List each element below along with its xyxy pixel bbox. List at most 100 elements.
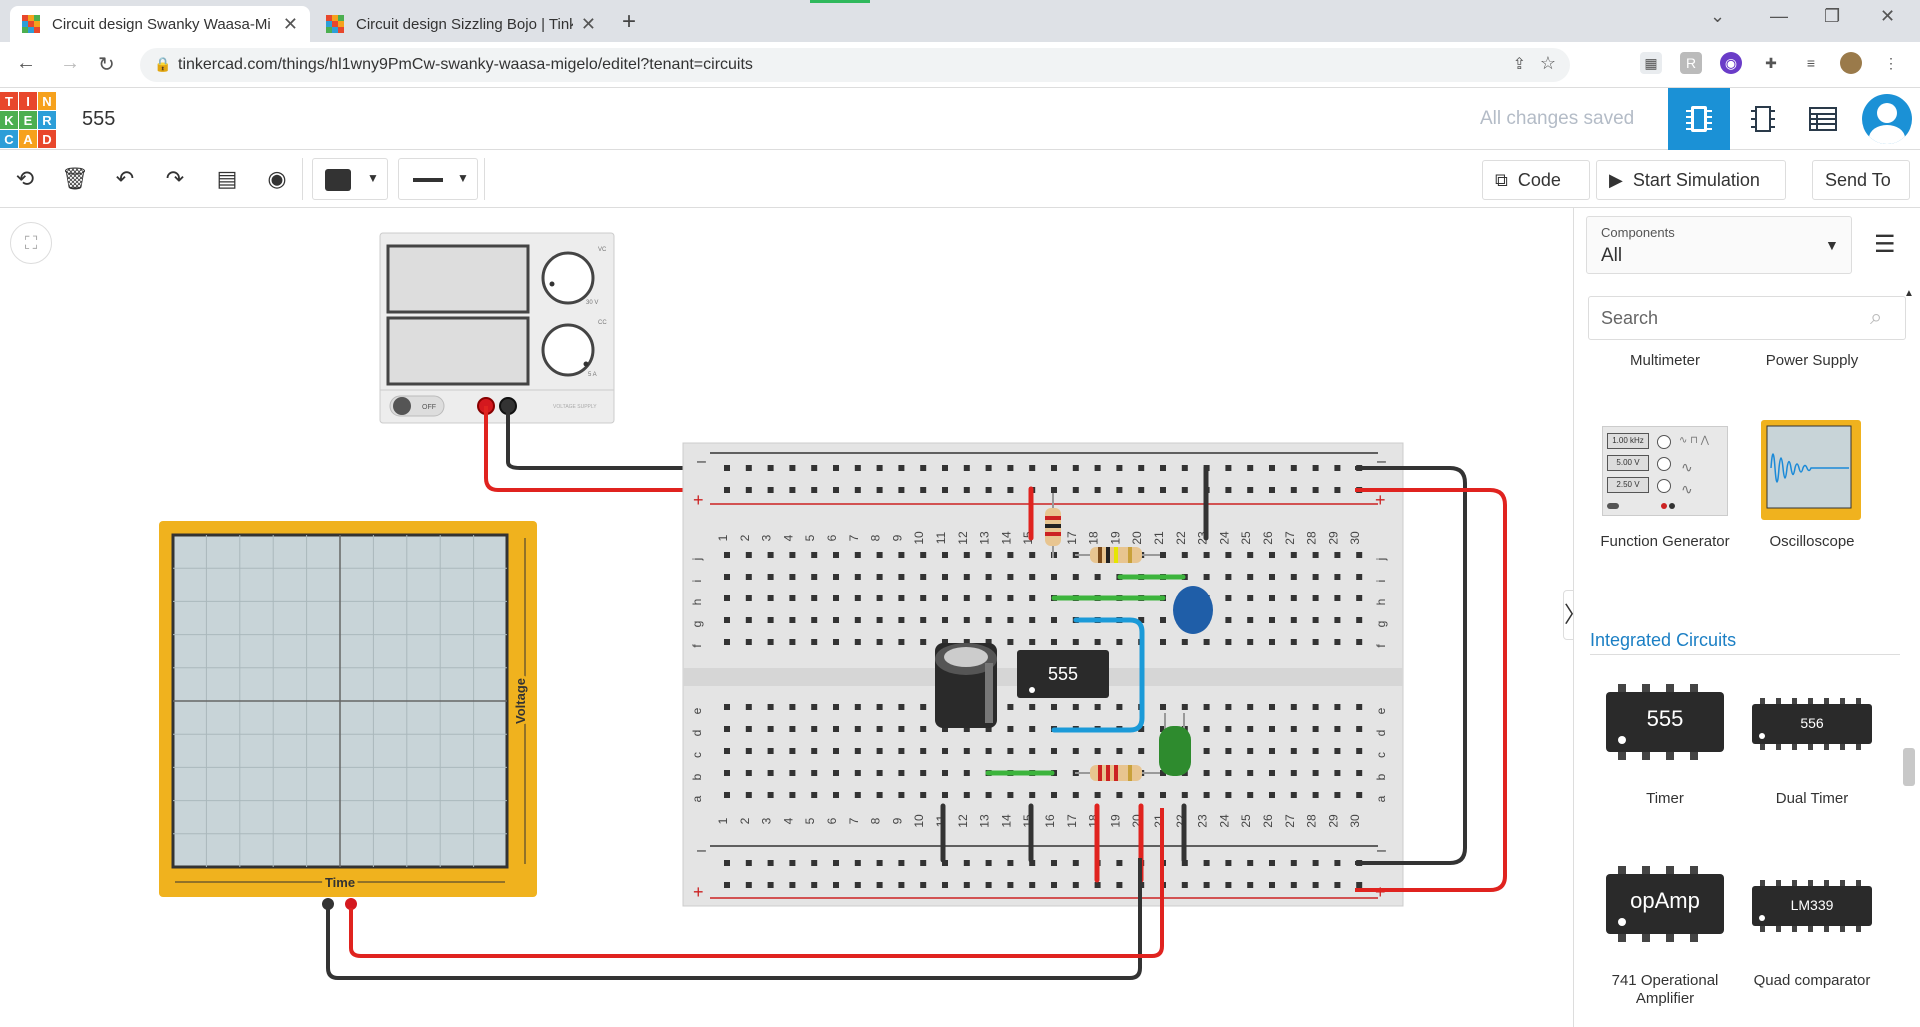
breadboard-hole[interactable]	[811, 860, 818, 866]
breadboard-hole[interactable]	[942, 595, 948, 601]
breadboard-hole[interactable]	[1290, 860, 1297, 866]
breadboard-hole[interactable]	[1029, 748, 1036, 754]
breadboard-hole[interactable]	[1334, 748, 1341, 754]
breadboard-hole[interactable]	[1007, 639, 1014, 645]
browser-tab-active[interactable]: Circuit design Swanky Waasa-Mi ✕	[10, 6, 310, 42]
breadboard-hole[interactable]	[876, 704, 883, 710]
breadboard-hole[interactable]	[854, 770, 861, 776]
breadboard-hole[interactable]	[1116, 639, 1123, 645]
breadboard-hole[interactable]	[1247, 882, 1254, 888]
breadboard-hole[interactable]	[1094, 639, 1101, 645]
breadboard-hole[interactable]	[724, 617, 730, 623]
breadboard-hole[interactable]	[876, 770, 883, 776]
breadboard-hole[interactable]	[1160, 465, 1166, 471]
breadboard-hole[interactable]	[1007, 704, 1014, 710]
breadboard-hole[interactable]	[1029, 574, 1036, 580]
breadboard-hole[interactable]	[1290, 617, 1297, 623]
breadboard-hole[interactable]	[898, 574, 905, 580]
panel-scrollbar[interactable]	[1903, 748, 1915, 786]
breadboard-hole[interactable]	[1334, 792, 1341, 798]
breadboard-hole[interactable]	[1029, 882, 1036, 888]
breadboard-hole[interactable]	[1029, 595, 1036, 601]
breadboard-hole[interactable]	[1072, 574, 1079, 580]
breadboard-hole[interactable]	[1225, 487, 1232, 493]
breadboard-hole[interactable]	[767, 704, 774, 710]
breadboard-hole[interactable]	[1051, 574, 1057, 580]
breadboard-hole[interactable]	[833, 595, 839, 601]
breadboard-hole[interactable]	[985, 574, 992, 580]
breadboard-hole[interactable]	[767, 726, 774, 732]
close-tab-icon[interactable]: ✕	[282, 13, 298, 34]
breadboard-hole[interactable]	[942, 617, 948, 623]
breadboard-hole[interactable]	[1334, 487, 1341, 493]
breadboard-hole[interactable]	[1247, 574, 1254, 580]
breadboard-hole[interactable]	[1312, 465, 1319, 471]
breadboard-hole[interactable]	[1269, 860, 1275, 866]
breadboard-hole[interactable]	[920, 704, 927, 710]
breadboard-hole[interactable]	[898, 792, 905, 798]
breadboard-hole[interactable]	[1225, 748, 1232, 754]
breadboard-hole[interactable]	[1356, 704, 1363, 710]
breadboard-hole[interactable]	[1225, 639, 1232, 645]
breadboard-hole[interactable]	[724, 726, 730, 732]
scroll-up-icon[interactable]: ▲	[1904, 288, 1914, 299]
breadboard-hole[interactable]	[745, 552, 752, 558]
breadboard-hole[interactable]	[854, 748, 861, 754]
component-function-generator[interactable]: 1.00 kHz 5.00 V 2.50 V ∿ ⊓ ⋀ ∿ ∿	[1602, 426, 1728, 516]
breadboard-hole[interactable]	[1225, 792, 1232, 798]
restore-icon[interactable]: ❐	[1824, 6, 1841, 26]
breadboard-hole[interactable]	[1225, 770, 1232, 776]
breadboard-hole[interactable]	[876, 860, 883, 866]
breadboard-hole[interactable]	[942, 882, 948, 888]
breadboard-hole[interactable]	[789, 860, 796, 866]
breadboard-hole[interactable]	[1247, 770, 1254, 776]
breadboard-hole[interactable]	[1269, 595, 1275, 601]
breadboard-hole[interactable]	[789, 617, 796, 623]
back-icon[interactable]: ←	[16, 52, 36, 74]
breadboard-hole[interactable]	[1334, 552, 1341, 558]
breadboard-hole[interactable]	[1356, 574, 1363, 580]
breadboard-hole[interactable]	[1334, 860, 1341, 866]
breadboard-hole[interactable]	[898, 639, 905, 645]
breadboard-hole[interactable]	[1138, 726, 1145, 732]
breadboard-hole[interactable]	[1312, 639, 1319, 645]
breadboard-hole[interactable]	[898, 465, 905, 471]
breadboard-hole[interactable]	[745, 487, 752, 493]
breadboard-hole[interactable]	[1247, 792, 1254, 798]
component-quad-comparator[interactable]: LM339	[1750, 880, 1874, 932]
breadboard-hole[interactable]	[1334, 770, 1341, 776]
component-search-input[interactable]	[1588, 296, 1906, 340]
breadboard-hole[interactable]	[1247, 552, 1254, 558]
breadboard-hole[interactable]	[767, 792, 774, 798]
breadboard-hole[interactable]	[1312, 595, 1319, 601]
breadboard-hole[interactable]	[1007, 574, 1014, 580]
breadboard-hole[interactable]	[1269, 704, 1275, 710]
extension-icon[interactable]: R	[1680, 52, 1702, 74]
breadboard-hole[interactable]	[1094, 487, 1101, 493]
breadboard-hole[interactable]	[1334, 704, 1341, 710]
breadboard-hole[interactable]	[811, 770, 818, 776]
breadboard-hole[interactable]	[920, 487, 927, 493]
breadboard-hole[interactable]	[985, 595, 992, 601]
breadboard-hole[interactable]	[1160, 726, 1166, 732]
breadboard-hole[interactable]	[942, 792, 948, 798]
breadboard-hole[interactable]	[1225, 704, 1232, 710]
breadboard-hole[interactable]	[1334, 574, 1341, 580]
breadboard-hole[interactable]	[745, 748, 752, 754]
led[interactable]	[1159, 713, 1191, 776]
breadboard-hole[interactable]	[898, 882, 905, 888]
bookmark-star-icon[interactable]: ☆	[1539, 53, 1556, 73]
breadboard-hole[interactable]	[898, 552, 905, 558]
breadboard-hole[interactable]	[1312, 704, 1319, 710]
breadboard-hole[interactable]	[1312, 726, 1319, 732]
breadboard-hole[interactable]	[1290, 595, 1297, 601]
breadboard-hole[interactable]	[1356, 726, 1363, 732]
breadboard-hole[interactable]	[1160, 770, 1166, 776]
breadboard-hole[interactable]	[811, 792, 818, 798]
breadboard-hole[interactable]	[1203, 860, 1210, 866]
breadboard-hole[interactable]	[1007, 465, 1014, 471]
breadboard-hole[interactable]	[789, 882, 796, 888]
breadboard-hole[interactable]	[1160, 639, 1166, 645]
breadboard-hole[interactable]	[724, 860, 730, 866]
breadboard-hole[interactable]	[1160, 552, 1166, 558]
